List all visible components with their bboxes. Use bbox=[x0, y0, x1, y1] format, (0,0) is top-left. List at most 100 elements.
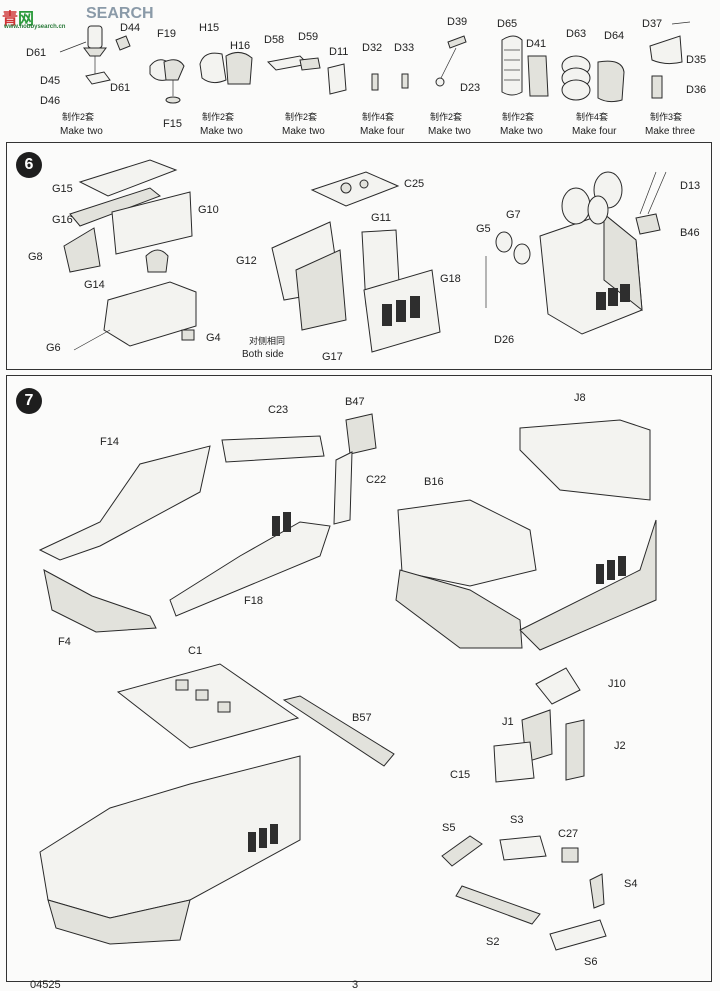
label-b16: B16 bbox=[424, 476, 444, 488]
footer-page: 3 bbox=[352, 979, 359, 991]
label-c23: C23 bbox=[268, 404, 289, 416]
watermark-search: SEARCH bbox=[86, 5, 154, 22]
step6-frame bbox=[6, 142, 712, 370]
step7-left-side-panels bbox=[38, 413, 377, 633]
label-d11: D11 bbox=[329, 46, 349, 58]
part-f19 bbox=[149, 59, 185, 104]
make-cn-5: 制作2套 bbox=[430, 112, 463, 122]
make-en-5: Make two bbox=[428, 126, 471, 137]
label-j2: J2 bbox=[614, 740, 626, 752]
step7-right-hull bbox=[395, 419, 657, 651]
step7-lower-hull bbox=[39, 663, 395, 945]
make-cn-7: 制作4套 bbox=[576, 112, 609, 122]
make-cn-8: 制作3套 bbox=[650, 112, 683, 122]
label-d59: D59 bbox=[298, 31, 319, 43]
label-s2: S2 bbox=[486, 936, 500, 948]
watermark-logo: 青网 bbox=[2, 11, 35, 28]
label-g4: G4 bbox=[206, 332, 221, 344]
part-d44-assembly bbox=[59, 25, 131, 85]
label-h15: H15 bbox=[199, 22, 220, 34]
label-f19: F19 bbox=[157, 28, 176, 40]
part-d35-d37-d36 bbox=[649, 21, 691, 99]
make-cn-4: 制作4套 bbox=[362, 112, 395, 122]
label-s5: S5 bbox=[442, 822, 456, 834]
label-f14: F14 bbox=[100, 436, 119, 448]
label-d32: D32 bbox=[362, 42, 383, 54]
step6-right-assembly bbox=[485, 171, 667, 335]
label-j8: J8 bbox=[574, 392, 586, 404]
label-c15: C15 bbox=[450, 769, 471, 781]
label-g17: G17 bbox=[322, 351, 343, 363]
make-en-1: Make two bbox=[60, 126, 103, 137]
step6-left-assembly bbox=[63, 159, 197, 351]
label-c1: C1 bbox=[188, 645, 203, 657]
label-g6: G6 bbox=[46, 342, 61, 354]
make-cn-6: 制作2套 bbox=[502, 112, 535, 122]
label-d39: D39 bbox=[447, 16, 468, 28]
label-b47: B47 bbox=[345, 396, 365, 408]
step7-number: 7 bbox=[16, 388, 42, 414]
label-d61-right: D61 bbox=[110, 82, 131, 94]
label-d65: D65 bbox=[497, 18, 518, 30]
label-j1: J1 bbox=[502, 716, 514, 728]
label-h16: H16 bbox=[230, 40, 251, 52]
label-s4: S4 bbox=[624, 878, 638, 890]
label-d63: D63 bbox=[566, 28, 587, 40]
label-g14: G14 bbox=[84, 279, 105, 291]
step7-j-parts bbox=[493, 667, 585, 783]
label-g5: G5 bbox=[476, 223, 491, 235]
label-d33: D33 bbox=[394, 42, 415, 54]
label-g8: G8 bbox=[28, 251, 43, 263]
note-both-side-en: Both side bbox=[242, 349, 284, 360]
label-j10: J10 bbox=[608, 678, 626, 690]
watermark-url: www.hobbysearch.cn bbox=[4, 24, 66, 30]
label-d61-left: D61 bbox=[26, 47, 47, 59]
label-d45: D45 bbox=[40, 75, 61, 87]
label-d35: D35 bbox=[686, 54, 707, 66]
part-d65-d41 bbox=[501, 35, 549, 97]
make-en-3: Make two bbox=[282, 126, 325, 137]
label-d37: D37 bbox=[642, 18, 663, 30]
step6-middle-assembly bbox=[271, 171, 441, 353]
make-en-4: Make four bbox=[360, 126, 405, 137]
make-en-6: Make two bbox=[500, 126, 543, 137]
part-h15-h16 bbox=[199, 52, 253, 85]
label-d13: D13 bbox=[680, 180, 701, 192]
part-d32-d33 bbox=[371, 73, 409, 91]
part-d63-d64 bbox=[561, 55, 625, 103]
part-d39-d23 bbox=[435, 35, 467, 87]
label-c25: C25 bbox=[404, 178, 425, 190]
make-cn-3: 制作2套 bbox=[285, 112, 318, 122]
label-d41: D41 bbox=[526, 38, 547, 50]
label-f15: F15 bbox=[163, 118, 182, 130]
label-b57: B57 bbox=[352, 712, 372, 724]
make-cn-1: 制作2套 bbox=[62, 112, 95, 122]
step7-s-parts bbox=[441, 835, 607, 951]
label-f4: F4 bbox=[58, 636, 71, 648]
label-b46: B46 bbox=[680, 227, 700, 239]
label-g10: G10 bbox=[198, 204, 219, 216]
note-both-side-cn: 对侧相同 bbox=[249, 336, 286, 346]
label-d44: D44 bbox=[120, 22, 141, 34]
label-d58: D58 bbox=[264, 34, 285, 46]
label-g7: G7 bbox=[506, 209, 521, 221]
label-g11: G11 bbox=[371, 212, 391, 224]
make-en-7: Make four bbox=[572, 126, 617, 137]
label-d36: D36 bbox=[686, 84, 707, 96]
make-cn-2: 制作2套 bbox=[202, 112, 235, 122]
make-en-8: Make three bbox=[645, 126, 696, 137]
step6-number: 6 bbox=[16, 152, 42, 178]
label-c22: C22 bbox=[366, 474, 387, 486]
label-s3: S3 bbox=[510, 814, 524, 826]
label-d64: D64 bbox=[604, 30, 625, 42]
label-g15: G15 bbox=[52, 183, 73, 195]
label-c27: C27 bbox=[558, 828, 579, 840]
footer-code: 04525 bbox=[30, 979, 61, 991]
label-g16: G16 bbox=[52, 214, 73, 226]
label-s6: S6 bbox=[584, 956, 598, 968]
label-f18: F18 bbox=[244, 595, 263, 607]
label-g18: G18 bbox=[440, 273, 461, 285]
label-d46: D46 bbox=[40, 95, 61, 107]
label-d26: D26 bbox=[494, 334, 515, 346]
